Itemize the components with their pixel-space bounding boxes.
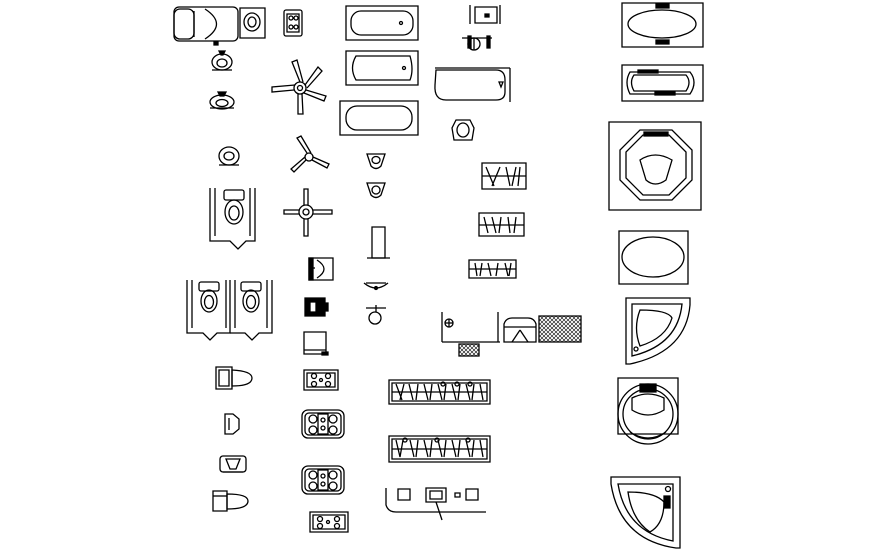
bathtub-rect-1-symbol bbox=[346, 6, 418, 40]
wardrobe-hanging-2-symbol bbox=[389, 436, 490, 462]
wall-lavatory-3-symbol bbox=[452, 120, 474, 140]
toilet-plan-2-symbol bbox=[220, 456, 246, 472]
urinal-2-symbol bbox=[367, 183, 385, 198]
dishwasher-symbol bbox=[304, 332, 328, 355]
oval-bath-symbol bbox=[619, 231, 688, 284]
corner-octagon-tub-symbol bbox=[609, 122, 701, 210]
urinal-1-symbol bbox=[367, 154, 385, 169]
bathtub-rect-3-symbol bbox=[340, 101, 418, 135]
stove-top-symbol-small bbox=[284, 10, 302, 36]
appliance-filled-symbol bbox=[305, 298, 328, 316]
wall-hung-fixture-symbol bbox=[366, 305, 386, 324]
corner-tub-built-in-symbol bbox=[622, 65, 703, 101]
ceiling-fan-4-blade-symbol bbox=[284, 189, 332, 236]
kitchen-counter-symbol bbox=[442, 312, 581, 356]
door-elevation-symbol bbox=[309, 258, 333, 280]
closet-rod-2-symbol bbox=[479, 213, 524, 236]
sink-plan-symbol bbox=[470, 5, 500, 24]
toilet-plan-3-symbol bbox=[213, 491, 248, 511]
bathtub-rect-2-symbol bbox=[346, 51, 418, 85]
wall-lavatory-2-symbol bbox=[210, 92, 234, 109]
wardrobe-hanging-1-symbol bbox=[389, 380, 490, 404]
range-6-burner-2-symbol bbox=[302, 466, 344, 494]
cooktop-4-burner-2-symbol bbox=[310, 512, 348, 532]
corner-tub-2-symbol bbox=[611, 477, 680, 548]
toilet-plan-1-symbol bbox=[216, 367, 252, 389]
desk-chair-layout-symbol bbox=[386, 488, 486, 520]
ceiling-fan-5-blade-symbol bbox=[272, 60, 326, 114]
bed-with-nightstand-symbol bbox=[174, 7, 265, 45]
toilet-stall-symbol bbox=[210, 188, 255, 249]
built-in-tub-symbol bbox=[435, 68, 510, 102]
corner-tub-1-symbol bbox=[626, 298, 690, 364]
ceiling-fan-3-blade-symbol bbox=[291, 136, 329, 172]
double-toilet-stall-symbol bbox=[187, 280, 272, 340]
wall-lavatory-1-symbol bbox=[212, 51, 232, 70]
closet-rod-1-symbol bbox=[482, 163, 526, 189]
cooktop-4-burner-symbol bbox=[304, 370, 338, 390]
washbasin-elevation-symbol bbox=[364, 227, 390, 290]
sink-elevation-symbol bbox=[462, 36, 492, 50]
bidet-plan-symbol bbox=[225, 414, 239, 434]
range-6-burner-symbol bbox=[302, 410, 344, 438]
round-basin-symbol bbox=[219, 147, 239, 165]
closet-rod-3-symbol bbox=[469, 260, 516, 278]
oval-tub-symbol bbox=[622, 3, 703, 47]
round-spa-symbol bbox=[618, 378, 678, 444]
